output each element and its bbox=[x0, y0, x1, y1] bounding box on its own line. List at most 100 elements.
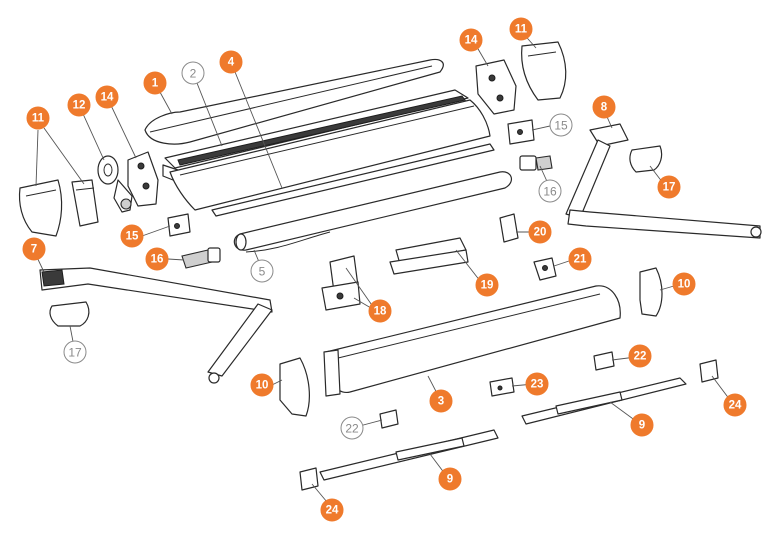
front-bar-part bbox=[323, 285, 621, 397]
right-spring-part bbox=[519, 155, 553, 171]
callout-circle bbox=[630, 413, 654, 437]
callout-label: 2 bbox=[190, 67, 197, 81]
callout-label: 7 bbox=[31, 244, 37, 256]
callout-label: 10 bbox=[678, 279, 691, 291]
callout-label: 23 bbox=[531, 379, 544, 391]
callout-circle bbox=[26, 106, 50, 130]
callout-circle bbox=[120, 224, 144, 248]
callout-circle bbox=[628, 344, 652, 368]
right-arm-cap-part bbox=[629, 145, 663, 173]
callout-24: 24 bbox=[320, 498, 344, 522]
left-spring-part bbox=[181, 247, 221, 269]
callout-label: 3 bbox=[438, 396, 444, 408]
callout-circle bbox=[219, 50, 243, 74]
left-bracket-part bbox=[127, 151, 159, 207]
callout-8: 8 bbox=[592, 95, 616, 119]
callout-circle bbox=[672, 272, 696, 296]
callout-circle bbox=[592, 95, 616, 119]
callout-24: 24 bbox=[723, 393, 747, 417]
callout-circle bbox=[320, 498, 344, 522]
callout-circle bbox=[525, 372, 549, 396]
callout-label: 16 bbox=[151, 254, 164, 266]
callout-circle bbox=[549, 113, 573, 137]
callout-label: 14 bbox=[465, 35, 478, 47]
callout-label: 17 bbox=[68, 346, 82, 360]
callout-label: 5 bbox=[259, 265, 266, 279]
callout-label: 19 bbox=[481, 280, 494, 292]
left-arm-part bbox=[39, 267, 273, 384]
callout-22: 22 bbox=[340, 416, 364, 440]
callout-layer: 1241112141516571710141115168172021191810… bbox=[22, 17, 747, 522]
callout-22: 22 bbox=[628, 344, 652, 368]
callout-label: 12 bbox=[73, 100, 86, 112]
callout-11: 11 bbox=[509, 17, 533, 41]
callout-9: 9 bbox=[438, 467, 462, 491]
callout-20: 20 bbox=[528, 220, 552, 244]
callout-15: 15 bbox=[549, 113, 573, 137]
callout-circle bbox=[67, 93, 91, 117]
callout-label: 10 bbox=[256, 380, 269, 392]
callout-5: 5 bbox=[250, 259, 274, 283]
end-clip-24-right-part bbox=[699, 359, 719, 383]
callout-circle bbox=[475, 273, 499, 297]
clip-22-right-part bbox=[593, 351, 615, 371]
callout-label: 16 bbox=[543, 185, 557, 199]
callout-10: 10 bbox=[672, 272, 696, 296]
callout-circle bbox=[429, 389, 453, 413]
callout-21: 21 bbox=[568, 247, 592, 271]
callout-circle bbox=[723, 393, 747, 417]
callout-label: 4 bbox=[228, 57, 235, 69]
callout-19: 19 bbox=[475, 273, 499, 297]
callout-label: 20 bbox=[534, 227, 547, 239]
support-bracket-part bbox=[321, 255, 361, 311]
callout-1: 1 bbox=[143, 71, 167, 95]
callout-2: 2 bbox=[181, 61, 205, 85]
right-arm-part bbox=[565, 123, 762, 239]
callout-15: 15 bbox=[120, 224, 144, 248]
clip-22-left-part bbox=[379, 409, 399, 429]
leader-lines bbox=[33, 30, 734, 509]
callout-label: 1 bbox=[152, 78, 159, 90]
callout-17: 17 bbox=[657, 175, 681, 199]
callout-10: 10 bbox=[250, 373, 274, 397]
callout-label: 11 bbox=[32, 113, 45, 125]
callout-18: 18 bbox=[368, 299, 392, 323]
drive-disc-part bbox=[97, 155, 133, 213]
callout-label: 22 bbox=[634, 351, 647, 363]
callout-9: 9 bbox=[630, 413, 654, 437]
callout-label: 22 bbox=[345, 422, 359, 436]
callout-3: 3 bbox=[429, 389, 453, 413]
callout-4: 4 bbox=[219, 50, 243, 74]
callout-circle bbox=[528, 220, 552, 244]
callout-label: 21 bbox=[574, 254, 587, 266]
callout-7: 7 bbox=[22, 237, 46, 261]
callout-circle bbox=[438, 467, 462, 491]
callout-circle bbox=[250, 373, 274, 397]
callout-circle bbox=[459, 28, 483, 52]
callout-label: 15 bbox=[126, 231, 139, 243]
callout-17: 17 bbox=[63, 340, 87, 364]
roller-tube-part bbox=[233, 171, 513, 253]
callout-label: 9 bbox=[639, 420, 645, 432]
callout-circle bbox=[181, 61, 205, 85]
callout-circle bbox=[340, 416, 364, 440]
callout-circle bbox=[368, 299, 392, 323]
telescopic-bar-right-part bbox=[521, 377, 687, 425]
callout-label: 14 bbox=[101, 92, 114, 104]
end-clip-24-left-part bbox=[299, 467, 319, 491]
callout-16: 16 bbox=[538, 179, 562, 203]
callout-circle bbox=[143, 71, 167, 95]
left-end-cap-part bbox=[18, 179, 99, 237]
right-end-cap-part bbox=[639, 267, 663, 317]
right-clip-part bbox=[507, 119, 535, 145]
callout-circle bbox=[145, 247, 169, 271]
lower-strip-part bbox=[211, 143, 495, 217]
clip-23-part bbox=[489, 377, 515, 397]
callout-23: 23 bbox=[525, 372, 549, 396]
callout-circle bbox=[63, 340, 87, 364]
left-clip-part bbox=[167, 213, 191, 237]
left-arm-cap-part bbox=[49, 301, 90, 327]
right-bracket-part bbox=[475, 59, 517, 115]
callout-label: 24 bbox=[326, 505, 339, 517]
callout-label: 9 bbox=[447, 474, 453, 486]
